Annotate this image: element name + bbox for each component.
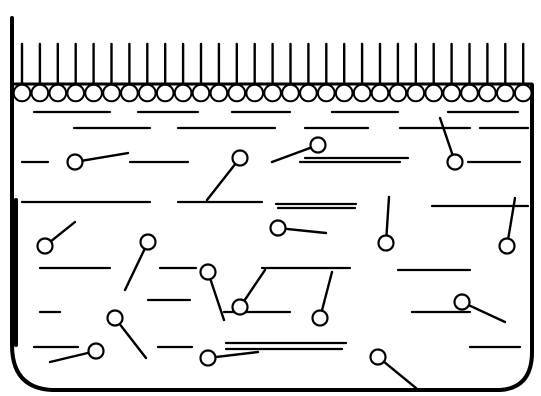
molecule-head [233,151,248,166]
surface-surfactant-molecule [157,44,174,101]
molecule-head [271,221,286,236]
molecule-head [379,236,394,251]
molecule-head [233,300,248,315]
molecule-tail [440,118,453,155]
surface-surfactant-molecule [300,44,317,101]
molecule-head [371,350,386,365]
surface-surfactant-molecule [497,44,514,101]
surface-surfactant-molecule [175,44,192,101]
surface-surfactant-molecule [193,44,210,101]
molecule-head [311,138,326,153]
surface-surfactant-molecule [85,44,102,101]
molecule-tail [120,324,146,358]
dissolved-surfactant-molecule [440,118,463,170]
dissolved-surfactant-molecule [455,295,506,323]
molecule-tail [207,164,235,200]
molecule-tail [125,249,145,290]
dissolved-surfactant-molecule [379,197,394,251]
molecule-head [500,239,515,254]
surface-surfactant-molecule [229,44,246,101]
surface-surfactant-molecule [246,44,263,101]
surface-surfactant-molecule [479,44,496,101]
molecule-head [38,239,53,254]
surface-surfactant-molecule [354,44,371,101]
molecule-tail [82,153,128,161]
molecule-tail [469,305,505,322]
molecule-tail [322,272,332,311]
dissolved-surfactant-molecule [38,222,76,254]
surface-surfactant-molecule [461,44,478,101]
dissolved-surfactant-molecule [201,351,259,366]
molecule-tail [384,362,416,388]
surface-surfactant-molecule [264,44,281,101]
molecule-head [89,344,104,359]
surface-surfactant-molecule [336,44,353,101]
molecule-tail [215,352,258,357]
molecule-head [313,311,328,326]
surface-surfactant-molecule [443,44,460,101]
molecule-tail [51,222,75,241]
molecule-head [201,265,216,280]
dissolved-surfactant-molecule [108,311,147,359]
molecule-head [201,351,216,366]
molecule-tail [244,270,265,301]
surface-surfactant-molecule [372,44,389,101]
dissolved-surfactant-molecule [201,265,225,321]
surface-surfactant-molecule [425,44,442,101]
surface-surfactant-molecule [103,44,120,101]
surface-surfactant-molecule [121,44,138,101]
surface-surfactant-molecule [139,44,156,101]
dissolved-surfactant-molecule [371,350,417,389]
molecule-tail [386,197,389,236]
surface-surfactant-molecule [408,44,425,101]
molecule-head [141,235,156,250]
molecule-head [448,155,463,170]
dissolved-surfactant-molecules [38,118,516,388]
surface-surfactant-molecule [14,44,31,101]
surface-surfactant-molecule [318,44,335,101]
molecule-head [68,155,83,170]
surface-surfactant-molecule [67,44,84,101]
molecule-tail [272,148,311,162]
molecule-head [455,295,470,310]
surfactant-monolayer [14,44,532,101]
molecule-tail [508,198,515,239]
dissolved-surfactant-molecule [271,221,327,236]
surface-surfactant-molecule [390,44,407,101]
molecule-tail [210,279,224,320]
dissolved-surfactant-molecule [68,153,129,170]
surface-surfactant-molecule [32,44,49,101]
dissolved-surfactant-molecule [207,151,248,201]
dissolved-surfactant-molecule [233,270,266,315]
dissolved-surfactant-molecule [125,235,156,291]
surface-surfactant-molecule [515,44,532,101]
molecule-head [108,311,123,326]
molecule-tail [285,229,326,233]
dissolved-surfactant-molecule [313,272,333,326]
surface-surfactant-molecule [50,44,67,101]
surface-surfactant-molecule [282,44,299,101]
surface-surfactant-molecule [211,44,228,101]
molecule-tail [50,353,89,362]
